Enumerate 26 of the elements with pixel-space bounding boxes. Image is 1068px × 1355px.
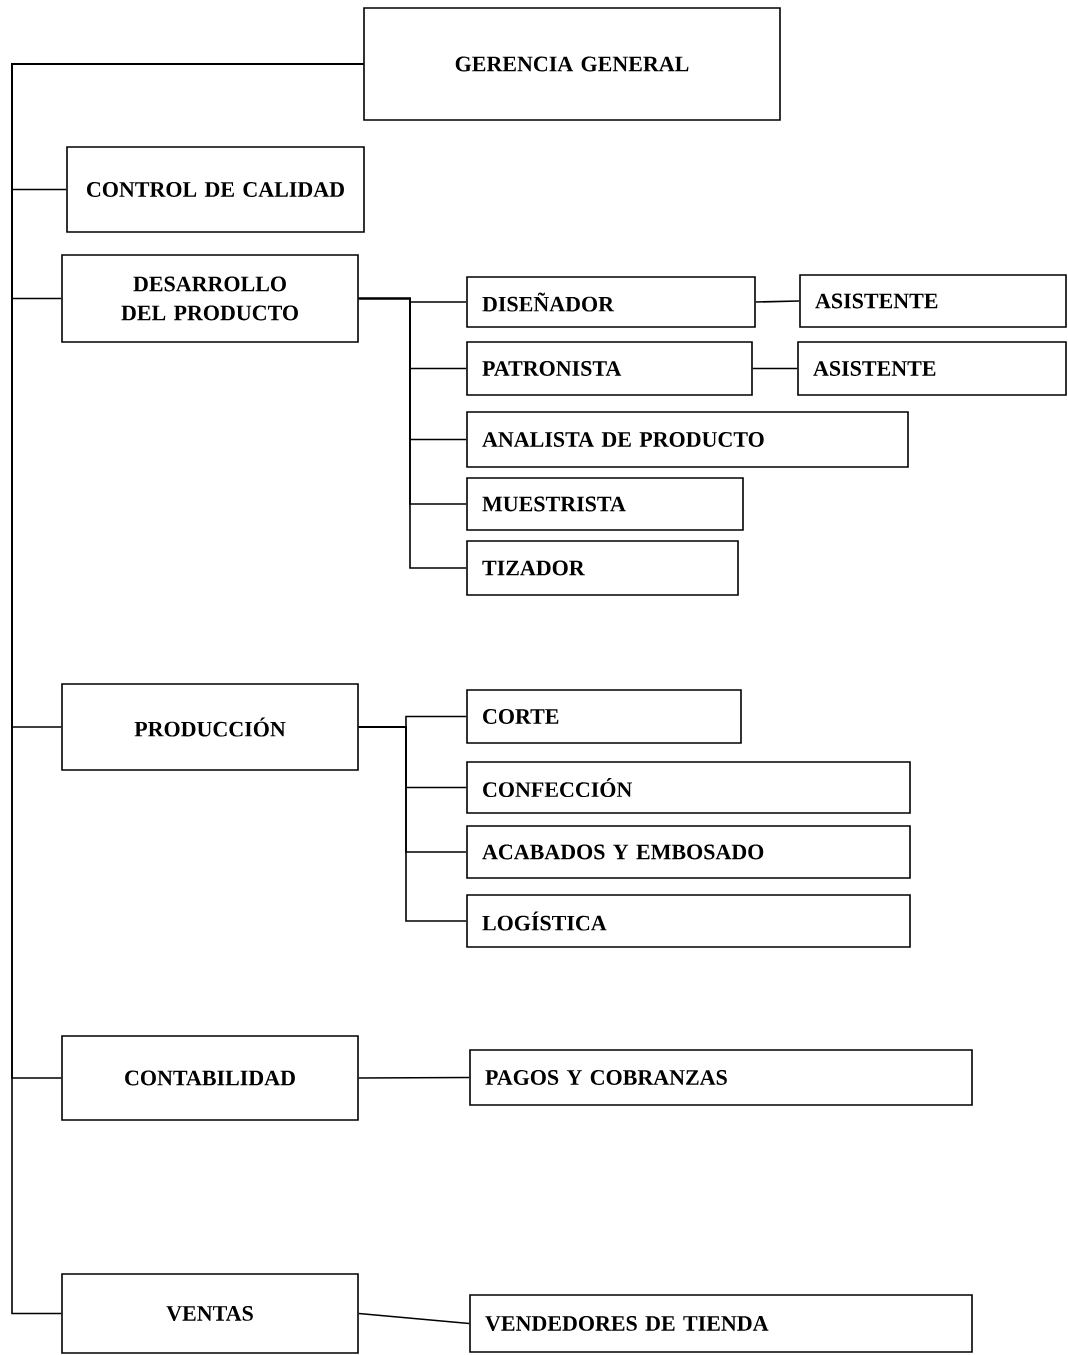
connector-line — [358, 726, 467, 922]
org-box: TIZADOR — [466, 540, 739, 596]
connector-line — [358, 1076, 470, 1079]
org-box: CONFECCIÓN — [466, 761, 911, 814]
org-box: PATRONISTA — [466, 341, 753, 396]
org-box: GERENCIA GENERAL — [363, 7, 781, 121]
org-box: LOGÍSTICA — [466, 894, 911, 948]
org-box: VENDEDORES DE TIENDA — [469, 1294, 973, 1353]
org-box: PRODUCCIÓN — [61, 683, 359, 771]
org-box: ACABADOS Y EMBOSADO — [466, 825, 911, 879]
connector-line — [752, 367, 798, 370]
connector-line — [358, 297, 467, 569]
connector-line — [358, 1312, 470, 1325]
connector-line — [11, 63, 364, 1315]
org-box: ASISTENTE — [797, 341, 1067, 396]
org-box: PAGOS Y COBRANZAS — [469, 1049, 973, 1106]
org-box: DESARROLLO DEL PRODUCTO — [61, 254, 359, 343]
org-box: CONTROL DE CALIDAD — [66, 146, 365, 233]
org-box: DISEÑADOR — [466, 276, 756, 328]
org-box: VENTAS — [61, 1273, 359, 1354]
connector-line — [755, 300, 800, 303]
org-box: MUESTRISTA — [466, 477, 744, 531]
org-box: ASISTENTE — [799, 274, 1067, 328]
org-box: CORTE — [466, 689, 742, 744]
org-box: CONTABILIDAD — [61, 1035, 359, 1121]
org-box: ANALISTA DE PRODUCTO — [466, 411, 909, 468]
